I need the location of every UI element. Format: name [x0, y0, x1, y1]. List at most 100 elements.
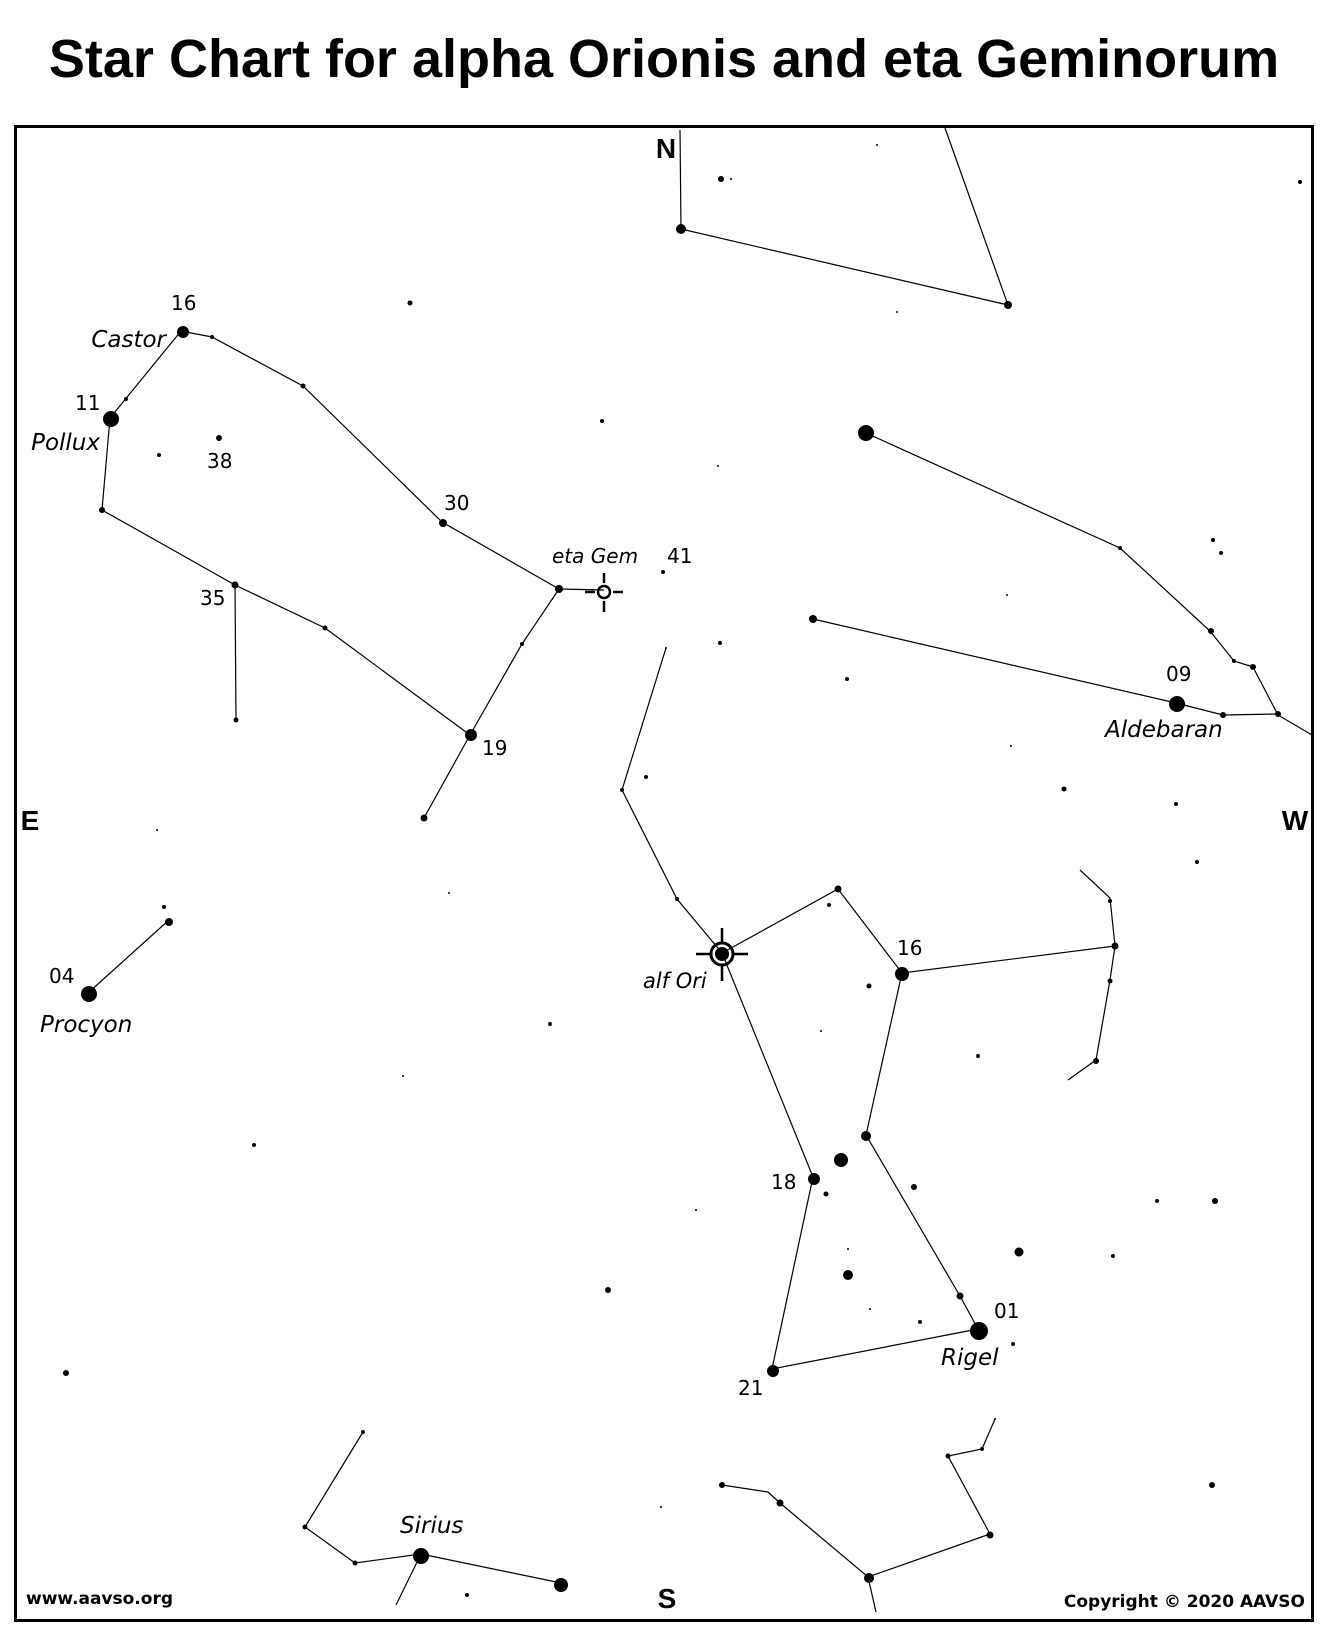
star-21: [767, 1365, 779, 1377]
direction-east: E: [21, 805, 40, 836]
star: [352, 1560, 358, 1566]
target-eta-gem-marker: [585, 573, 623, 612]
star: [676, 224, 686, 234]
label-procyon: Procyon: [40, 1012, 132, 1038]
star: [620, 788, 624, 792]
gemini-line-2: [101, 417, 471, 736]
star: [994, 1418, 996, 1420]
star: [823, 1191, 829, 1197]
star: [718, 176, 724, 182]
star: [1111, 942, 1119, 950]
comp-label-19: 19: [482, 736, 507, 760]
comp-label-pollux: 11: [75, 391, 100, 415]
star: [156, 829, 158, 831]
star-41: [661, 570, 665, 574]
star: [1208, 628, 1214, 634]
star: [252, 1143, 256, 1147]
star: [407, 300, 413, 306]
target-alf-ori-marker: [696, 928, 748, 981]
comp-label-16-orion: 16: [897, 936, 922, 960]
star: [124, 397, 128, 401]
star: [980, 1447, 984, 1451]
label-rigel: Rigel: [941, 1345, 999, 1371]
star: [827, 903, 831, 907]
star: [1061, 786, 1067, 792]
star: [1118, 546, 1122, 550]
star: [660, 1506, 662, 1508]
label-pollux: Pollux: [31, 430, 100, 456]
star: [866, 983, 872, 989]
star: [361, 1430, 365, 1434]
comp-label-aldebaran: 09: [1166, 662, 1191, 686]
comp-label-procyon: 04: [49, 964, 74, 988]
constellation-lines: [87, 127, 1313, 1613]
comp-label-rigel: 01: [994, 1299, 1019, 1323]
star-19: [465, 729, 477, 741]
star: [918, 1320, 922, 1324]
star: [858, 425, 874, 441]
star: [864, 1573, 874, 1583]
gemini-line-4: [423, 588, 560, 819]
star: [233, 717, 239, 723]
direction-north: N: [656, 133, 676, 164]
star: [876, 144, 878, 146]
stars: [63, 144, 1302, 1597]
canis-minor-line: [87, 919, 170, 994]
comp-label-18: 18: [771, 1170, 796, 1194]
star: [548, 1022, 552, 1026]
gemini-line-3: [234, 584, 237, 721]
label-sirius: Sirius: [400, 1513, 463, 1539]
star: [896, 311, 898, 313]
star: [911, 1184, 917, 1190]
star: [644, 775, 648, 779]
star: [157, 453, 161, 457]
star: [956, 1292, 964, 1300]
star: [1275, 711, 1281, 717]
footer-copyright: Copyright © 2020 AAVSO: [1064, 1592, 1305, 1612]
gemini-line-5: [558, 588, 605, 591]
star-procyon: [81, 986, 97, 1002]
taurus-line-2: [812, 618, 1279, 716]
orion-line-2: [721, 888, 1116, 974]
star: [600, 419, 604, 423]
chart-frame: [14, 125, 1314, 1622]
star: [1093, 1058, 1099, 1064]
footer-website: www.aavso.org: [26, 1589, 173, 1609]
lepus-line-1: [721, 1418, 996, 1578]
star-35: [231, 581, 239, 589]
chart-title: Star Chart for alpha Orionis and eta Gem…: [48, 29, 1280, 89]
star-rigel: [970, 1322, 988, 1340]
comp-label-41: 41: [667, 544, 692, 568]
star-18: [808, 1173, 820, 1185]
star: [986, 1531, 994, 1539]
star: [322, 625, 328, 631]
star: [820, 1030, 822, 1032]
star: [1220, 712, 1226, 718]
star: [1006, 594, 1008, 596]
star: [165, 918, 173, 926]
gemini-line-1: [109, 330, 560, 590]
star: [1212, 1198, 1218, 1204]
auriga-line-1: [679, 127, 1009, 306]
star: [1298, 180, 1302, 184]
star-pollux: [103, 411, 119, 427]
star: [719, 1482, 725, 1488]
star: [675, 897, 679, 901]
star: [1010, 745, 1012, 747]
star: [63, 1370, 69, 1376]
label-castor: Castor: [91, 327, 167, 353]
star: [210, 335, 214, 339]
star: [1250, 664, 1256, 670]
orion-line-1: [621, 647, 723, 954]
star-38: [216, 435, 222, 441]
star: [861, 1131, 871, 1141]
star: [695, 1209, 697, 1211]
star: [402, 1075, 404, 1077]
orion-line-4: [865, 972, 979, 1330]
star: [448, 892, 450, 894]
star-sirius: [413, 1548, 429, 1564]
star: [730, 178, 732, 180]
comp-label-35: 35: [200, 586, 225, 610]
star: [834, 885, 842, 893]
